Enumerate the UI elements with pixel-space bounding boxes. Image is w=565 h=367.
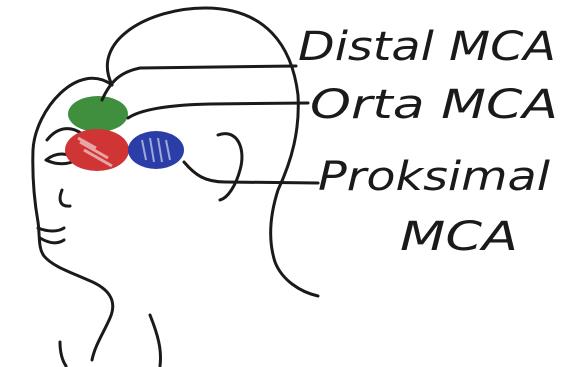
leader-lines xyxy=(102,66,318,183)
proksimal-mca-label: MCA xyxy=(400,214,518,260)
distal-leader-line xyxy=(102,66,296,100)
ear-icon xyxy=(218,134,242,200)
nose-icon xyxy=(60,190,70,206)
distal-mca-label: Distal MCA xyxy=(298,24,556,70)
proksimal-mca-region xyxy=(128,131,184,169)
distal-mca-region xyxy=(68,96,128,132)
orta-leader-line xyxy=(128,103,308,118)
orta-mca-label: Orta MCA xyxy=(310,82,558,128)
mouth-icon xyxy=(38,228,64,243)
proksimal-leader-line xyxy=(184,162,318,183)
head-outline xyxy=(33,8,318,366)
proksimal-label: Proksimal xyxy=(318,154,550,200)
